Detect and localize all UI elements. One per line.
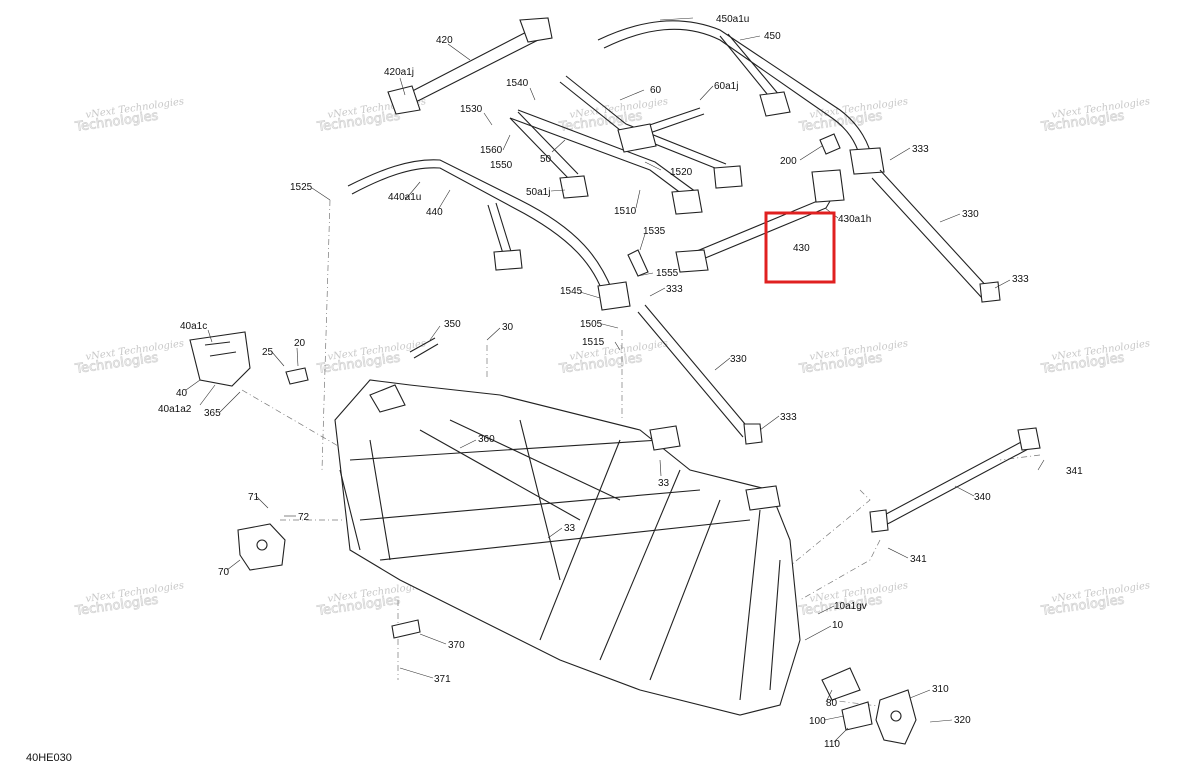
- callout-50a1j[interactable]: 50a1j: [526, 187, 550, 198]
- callout-80[interactable]: 80: [826, 698, 838, 709]
- callout-1560[interactable]: 1560: [480, 145, 503, 156]
- part-430: [675, 169, 845, 273]
- callout-430a1h[interactable]: 430a1h: [838, 214, 871, 225]
- part-80: [821, 667, 861, 701]
- watermark: vNext Technologies Technologies: [1039, 96, 1151, 135]
- callout-72[interactable]: 72: [298, 512, 310, 523]
- highlight-box: [764, 211, 836, 284]
- part-60: [559, 75, 743, 189]
- callout-371[interactable]: 371: [434, 674, 451, 685]
- callout-33[interactable]: 33: [658, 478, 670, 489]
- callout-330[interactable]: 330: [730, 354, 747, 365]
- callout-1510[interactable]: 1510: [614, 206, 637, 217]
- part-450: [597, 20, 885, 175]
- callout-450[interactable]: 450: [764, 31, 781, 42]
- part-330-upper: [871, 169, 1001, 303]
- callout-350[interactable]: 350: [444, 319, 461, 330]
- part-440: [347, 159, 631, 311]
- callout-1505[interactable]: 1505: [580, 319, 603, 330]
- callout-333[interactable]: 333: [1012, 274, 1029, 285]
- callout-365[interactable]: 365: [204, 408, 221, 419]
- callout-330[interactable]: 330: [962, 209, 979, 220]
- callout-70[interactable]: 70: [218, 567, 230, 578]
- callout-40a1c[interactable]: 40a1c: [180, 321, 207, 332]
- callout-25[interactable]: 25: [262, 347, 274, 358]
- watermark: vNext Technologies Technologies: [73, 338, 185, 377]
- watermark: vNext Technologies Technologies: [315, 338, 427, 377]
- callout-440a1u[interactable]: 440a1u: [388, 192, 421, 203]
- callout-50[interactable]: 50: [540, 154, 552, 165]
- callouts: 420 420a1j 450a1u 450 1540 60 60a1j 1530…: [158, 14, 1083, 750]
- part-350: [409, 337, 439, 359]
- callout-341[interactable]: 341: [910, 554, 927, 565]
- watermark: vNext Technologies Technologies: [1039, 580, 1151, 619]
- part-40: [189, 331, 251, 387]
- callout-1515[interactable]: 1515: [582, 337, 605, 348]
- watermark: vNext Technologies Technologies: [315, 580, 427, 619]
- callout-1550[interactable]: 1550: [490, 160, 513, 171]
- callout-420[interactable]: 420: [436, 35, 453, 46]
- callout-450a1u[interactable]: 450a1u: [716, 14, 749, 25]
- callout-71[interactable]: 71: [248, 492, 260, 503]
- watermark: vNext Technologies Technologies: [797, 96, 909, 135]
- watermark: vNext Technologies Technologies: [1039, 338, 1151, 377]
- callout-440[interactable]: 440: [426, 207, 443, 218]
- callout-1525[interactable]: 1525: [290, 182, 313, 193]
- part-200: [819, 133, 841, 155]
- callout-30[interactable]: 30: [502, 322, 514, 333]
- callout-320[interactable]: 320: [954, 715, 971, 726]
- watermark: vNext Technologies Technologies: [797, 338, 909, 377]
- part-370: [391, 619, 421, 639]
- callout-1535[interactable]: 1535: [643, 226, 666, 237]
- callout-430[interactable]: 430: [793, 243, 810, 254]
- callout-1530[interactable]: 1530: [460, 104, 483, 115]
- callout-341[interactable]: 341: [1066, 466, 1083, 477]
- watermark: vNext Technologies Technologies: [557, 96, 669, 135]
- callout-10a1gv[interactable]: 10a1gv: [834, 601, 867, 612]
- callout-333[interactable]: 333: [780, 412, 797, 423]
- callout-1545[interactable]: 1545: [560, 286, 583, 297]
- callout-310[interactable]: 310: [932, 684, 949, 695]
- callout-20[interactable]: 20: [294, 338, 306, 349]
- part-420: [387, 17, 553, 115]
- callout-10[interactable]: 10: [832, 620, 844, 631]
- callout-333[interactable]: 333: [912, 144, 929, 155]
- leader-lines: [185, 17, 1045, 743]
- callout-340[interactable]: 340: [974, 492, 991, 503]
- watermark: vNext Technologies Technologies: [73, 580, 185, 619]
- watermark: vNext Technologies Technologies: [557, 338, 669, 377]
- part-340: [869, 427, 1041, 533]
- watermark: vNext Technologies Technologies: [797, 580, 909, 619]
- sheet-code: 40HE030: [26, 752, 72, 764]
- callout-1540[interactable]: 1540: [506, 78, 529, 89]
- callout-370[interactable]: 370: [448, 640, 465, 651]
- part-330-middle: [637, 304, 763, 445]
- callout-1520[interactable]: 1520: [670, 167, 693, 178]
- callout-420a1j[interactable]: 420a1j: [384, 67, 414, 78]
- part-20: [285, 367, 309, 385]
- watermark: vNext Technologies Technologies: [73, 96, 185, 135]
- callout-200[interactable]: 200: [780, 156, 797, 167]
- highlight-430[interactable]: 430: [764, 211, 836, 284]
- callout-40[interactable]: 40: [176, 388, 188, 399]
- callout-360[interactable]: 360: [478, 434, 495, 445]
- callout-33[interactable]: 33: [564, 523, 576, 534]
- part-100: [841, 701, 873, 731]
- callout-333[interactable]: 333: [666, 284, 683, 295]
- callout-100[interactable]: 100: [809, 716, 826, 727]
- parts: [189, 17, 1041, 745]
- callout-1555[interactable]: 1555: [656, 268, 679, 279]
- part-70: [237, 523, 286, 571]
- callout-110[interactable]: 110: [824, 739, 840, 750]
- callout-40a1a2[interactable]: 40a1a2: [158, 404, 192, 415]
- callout-60[interactable]: 60: [650, 85, 662, 96]
- part-10-main-frame: [334, 379, 801, 716]
- part-50: [509, 109, 703, 215]
- callout-60a1j[interactable]: 60a1j: [714, 81, 738, 92]
- part-310: [875, 689, 917, 745]
- part-1535: [627, 249, 649, 277]
